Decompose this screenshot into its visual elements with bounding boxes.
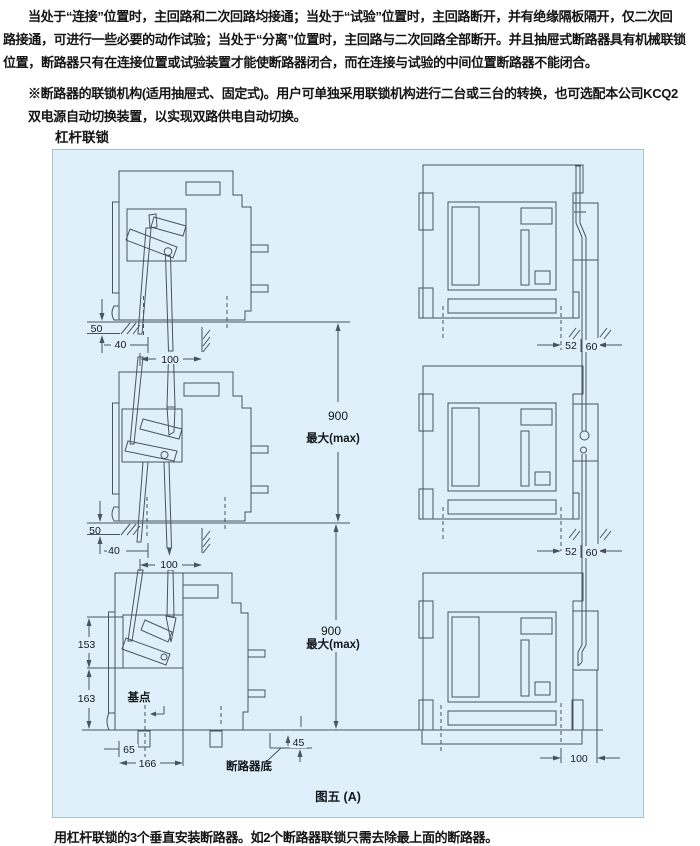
dim-65: 65 — [123, 744, 135, 756]
dim-163: 163 — [78, 693, 96, 705]
mechanism-box — [126, 208, 187, 262]
breaker-side-view-top — [111, 170, 269, 352]
label-backers — [76, 339, 600, 769]
interlock-rod — [166, 569, 175, 618]
dim-50-top: 50 — [91, 323, 103, 335]
dim-52-top: 52 — [565, 340, 577, 352]
interlock-rod — [129, 356, 144, 445]
dim-100-top: 100 — [161, 354, 179, 366]
figure-number: 图五 (A) — [315, 790, 361, 804]
dim-40-top: 40 — [115, 339, 127, 351]
paragraph1-line2: 路接通，可进行一些必要的动作试验；当处于“分离”位置时，主回路与二次回路全部断开… — [3, 32, 686, 47]
front-view-top-dimensions — [442, 306, 622, 352]
breaker-side-view-bottom — [87, 569, 266, 766]
dim-50-mid: 50 — [89, 525, 101, 537]
figure-panel: 50 40 100 52 60 900 最大(max) 50 40 100 52… — [52, 149, 644, 818]
front-view-bottom-dimensions — [440, 703, 620, 763]
lever-interlock-diagram: 50 40 100 52 60 900 最大(max) 50 40 100 52… — [76, 164, 622, 804]
side-view-middle-dimensions — [87, 497, 350, 571]
interlock-rod — [137, 227, 152, 335]
section-label: 杠杆联锁 — [55, 130, 109, 145]
interlock-rod — [164, 254, 174, 352]
dim-166: 166 — [139, 758, 157, 770]
dim-40-mid: 40 — [108, 545, 120, 557]
base-plate — [421, 729, 583, 745]
paragraph2-line1: ※断路器的联锁机构(适用抽屉式、固定式)。用户可单独采用联锁机构进行二台或三台的… — [28, 86, 678, 101]
dimension-labels: 50 40 100 52 60 900 最大(max) 50 40 100 52… — [78, 323, 598, 804]
paragraph1-line3: 位置，断路器只有在连接位置或试验装置才能使断路器闭合，而在连接与试验的中间位置断… — [3, 55, 598, 70]
dim-900-lower: 900 — [321, 624, 341, 638]
breaker-front-view-top — [418, 164, 599, 431]
dim-60-top: 60 — [586, 341, 598, 353]
mounting-foot — [209, 730, 223, 748]
paragraph1-line1: 当处于“连接”位置时，主回路和二次回路均接通；当处于“试验”位置时，主回路断开，… — [28, 9, 673, 24]
figure-caption: 用杠杆联锁的3个垂直安装断路器。如2个断路器联锁只需去除最上面的断路器。 — [54, 830, 498, 845]
mechanism-box — [121, 408, 183, 463]
rod-pivot — [579, 430, 590, 441]
dim-900-upper: 900 — [328, 409, 348, 423]
rod-pivot — [580, 446, 587, 454]
dim-max-lower: 最大(max) — [306, 637, 360, 651]
breaker-front-view-bottom — [418, 572, 599, 763]
dim-153: 153 — [78, 639, 96, 651]
side-view-top-dimensions — [87, 296, 350, 366]
dim-45: 45 — [293, 737, 305, 749]
dim-100-bottom: 100 — [570, 753, 588, 765]
dimension-900-upper — [335, 323, 341, 522]
interlock-rod — [136, 461, 149, 543]
label-base-point: 基点 — [127, 690, 151, 704]
mounting-foot — [137, 730, 151, 748]
breaker-side-view-middle — [111, 356, 269, 556]
rod-bracket — [572, 610, 599, 671]
front-view-middle-dimensions — [442, 507, 622, 558]
dim-60-mid: 60 — [586, 547, 598, 559]
interlock-rod — [127, 569, 144, 642]
dimension-900-lower — [333, 524, 339, 729]
interlock-rod — [163, 461, 173, 549]
label-breaker-bottom: 断路器底 — [226, 759, 272, 773]
dim-100-mid: 100 — [160, 559, 178, 571]
breaker-front-view-middle — [418, 365, 599, 645]
dim-max-upper: 最大(max) — [306, 431, 360, 445]
dim-52-mid: 52 — [565, 546, 577, 558]
paragraph2-line2: 双电源自动切换装置，以实现双路供电自动切换。 — [28, 109, 307, 124]
